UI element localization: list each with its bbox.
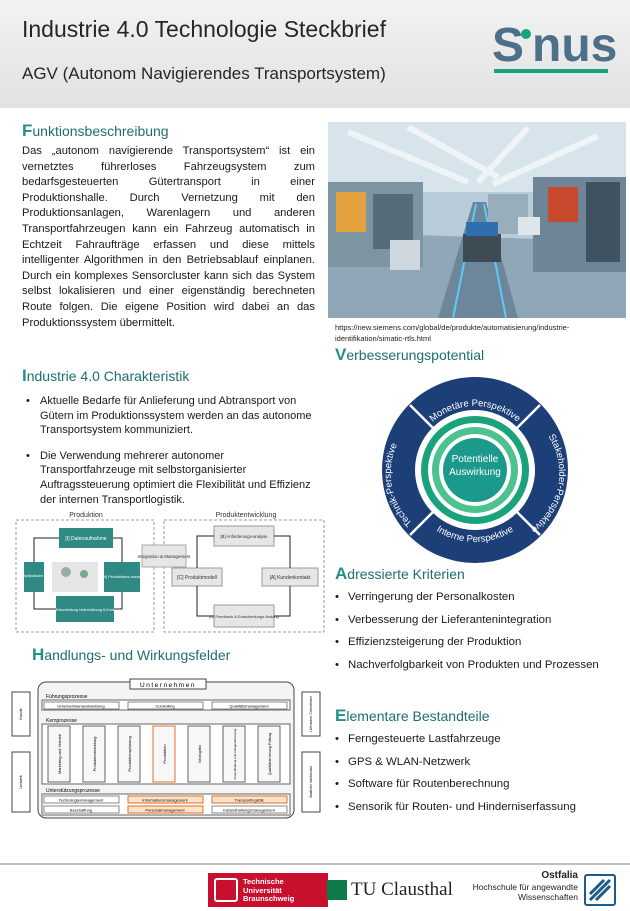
tu-clausthal-emblem-icon xyxy=(327,880,347,900)
list-item: Verbesserung der Lieferantenintegration xyxy=(335,609,599,632)
lion-crest-icon xyxy=(214,878,238,902)
svg-text:Informationsmanagement: Informationsmanagement xyxy=(142,798,188,803)
kriterien-list: Verringerung der Personalkosten Verbesse… xyxy=(335,586,599,676)
box-entscheidung: [IV] Entscheidung Unterstützung & Kontro… xyxy=(49,608,121,612)
list-item: Effizienzsteigerung der Produktion xyxy=(335,631,599,654)
svg-text:Qualitätssicherung Prüfung: Qualitätssicherung Prüfung xyxy=(268,733,272,775)
kern-label: Kernprozesse xyxy=(46,718,77,724)
svg-text:Instandhaltungsmanagement: Instandhaltungsmanagement xyxy=(223,808,275,813)
funktion-text: Das „autonom navigierende Transportsyste… xyxy=(22,145,315,329)
photo-source-url[interactable]: https://new.siemens.com/global/de/produk… xyxy=(335,323,570,343)
box-produktionsmodell: [III] Produktions-modell xyxy=(102,574,143,579)
svg-text:Umwelt: Umwelt xyxy=(18,774,23,788)
section-title-kriterien: Adressierte Kriterien xyxy=(335,564,465,583)
list-item: Software für Routenberechnung xyxy=(335,773,576,796)
svg-text:Kunde: Kunde xyxy=(18,707,23,719)
box-physikalisch: [II] Physikalische Welt xyxy=(17,574,52,578)
process-diagram: Unternehmen Führungsprozesse Unternehmen… xyxy=(10,678,324,820)
charakteristik-list: Aktuelle Bedarfe für Anlieferung und Abt… xyxy=(25,394,313,507)
svg-text:Marketing und Vertrieb: Marketing und Vertrieb xyxy=(57,733,62,774)
list-item: Sensorik für Routen- und Hinderniserfass… xyxy=(335,796,576,819)
perspective-wheel: Monetäre Perspektive Stakeholder-Perspek… xyxy=(380,375,570,565)
unterstuetzung-label: Unterstützungsprozesse xyxy=(46,788,100,794)
svg-text:Beschaffung: Beschaffung xyxy=(70,808,92,813)
list-item: Ferngesteuerte Lastfahrzeuge xyxy=(335,728,576,751)
section-title-verbesserung: Verbesserungspotential xyxy=(335,345,485,364)
tu-braunschweig-logo: Technische Universität Braunschweig xyxy=(208,873,328,907)
list-item: Verringerung der Personalkosten xyxy=(335,586,599,609)
svg-text:Unternehmensentwicklung: Unternehmensentwicklung xyxy=(57,704,104,709)
production-diagram: Produktion Produktentwicklung [I] Datena… xyxy=(14,510,328,635)
ostfalia-logo: Ostfalia Hochschule für angewandte Wisse… xyxy=(472,870,578,902)
section-title-handlung: Handlungs- und Wirkungsfelder xyxy=(32,645,231,664)
footer-divider xyxy=(0,863,630,865)
agv-factory-photo xyxy=(328,122,626,318)
bestandteile-list: Ferngesteuerte Lastfahrzeuge GPS & WLAN-… xyxy=(335,728,576,818)
svg-text:Transportlogistik: Transportlogistik xyxy=(234,798,263,803)
svg-text:Produktion: Produktion xyxy=(162,744,167,763)
svg-text:Lieferanten / Dienstleister: Lieferanten / Dienstleister xyxy=(309,695,313,732)
fuehrung-label: Führungsprozesse xyxy=(46,694,88,700)
box-feedback: [D] Feedback & Entscheidungs-findung xyxy=(209,614,278,619)
header: Industrie 4.0 Technologie Steckbrief AGV… xyxy=(0,0,630,108)
box-anforderung: [B] Anforderungs-analyse xyxy=(220,534,268,539)
svg-text:Instandhaltung und Anlagenbetr: Instandhaltung und Anlagenbetreuung xyxy=(233,728,237,779)
unternehmen-label: Unternehmen xyxy=(140,682,196,689)
svg-text:Produktionsplanung: Produktionsplanung xyxy=(127,736,132,771)
ostfalia-emblem-icon xyxy=(584,874,616,906)
svg-text:Qualitätsmanagement: Qualitätsmanagement xyxy=(229,704,269,709)
list-item: Die Verwendung mehrerer autonomer Transp… xyxy=(25,449,313,507)
list-item: GPS & WLAN-Netzwerk xyxy=(335,751,576,774)
svg-text:Personalmanagement: Personalmanagement xyxy=(145,808,185,813)
box-kundenkontakt: [A] Kundenkontakt xyxy=(270,575,311,581)
diagram-title-produktion: Produktion xyxy=(69,512,103,519)
page-title: Industrie 4.0 Technologie Steckbrief xyxy=(22,16,386,42)
page-subtitle: AGV (Autonom Navigierendes Transportsyst… xyxy=(22,64,386,83)
box-produktmodell: [C] Produktmodell xyxy=(177,575,217,581)
tu-clausthal-logo: TU Clausthal xyxy=(351,879,453,900)
list-item: Nachverfolgbarkeit von Produkten und Pro… xyxy=(335,654,599,677)
svg-text:Staatliche Institutionen: Staatliche Institutionen xyxy=(309,766,313,798)
section-title-bestandteile: Elementare Bestandteile xyxy=(335,706,490,725)
box-datenaufnahme: [I] Datenaufnahme xyxy=(65,536,106,542)
svg-text:Controlling: Controlling xyxy=(155,704,174,709)
section-title-funktion: Funktionsbeschreibung xyxy=(22,121,169,140)
svg-text:Produktentwicklung: Produktentwicklung xyxy=(92,737,97,772)
section-title-charakteristik: Industrie 4.0 Charakteristik xyxy=(22,366,190,385)
box-integration: Integration & Management xyxy=(137,554,191,559)
wheel-center-label: Potentielle Auswirkung xyxy=(449,454,501,478)
list-item: Aktuelle Bedarfe für Anlieferung und Abt… xyxy=(25,394,313,438)
diagram-title-entwicklung: Produktentwicklung xyxy=(216,512,277,519)
svg-text:Intralogistik: Intralogistik xyxy=(198,745,202,763)
sinus-logo: S nus xyxy=(492,19,618,73)
svg-text:Technologiemanagement: Technologiemanagement xyxy=(59,798,105,803)
